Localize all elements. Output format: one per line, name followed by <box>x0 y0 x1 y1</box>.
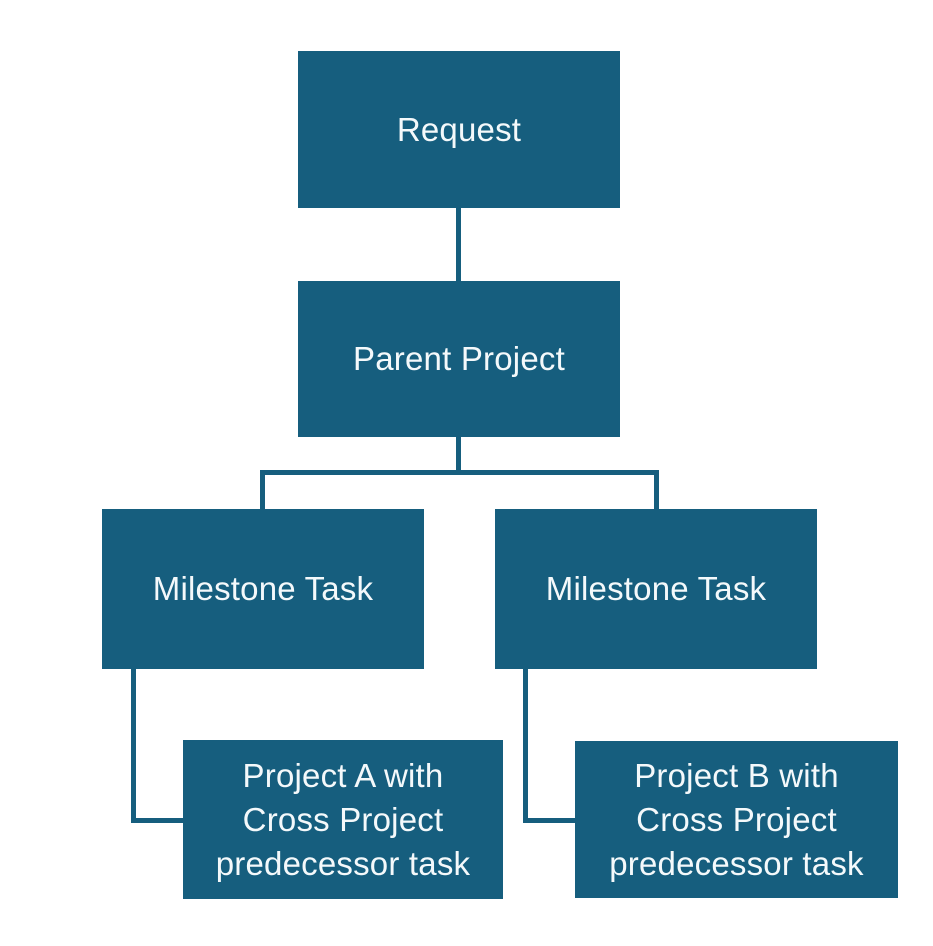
node-request: Request <box>298 51 620 208</box>
node-parent-project: Parent Project <box>298 281 620 437</box>
connector-drop-to-milestone-left <box>260 470 265 511</box>
connector-drop-to-milestone-right <box>654 470 659 511</box>
node-request-label: Request <box>396 110 522 148</box>
node-milestone-task-right: Milestone Task <box>495 509 817 669</box>
connector-milestone-left-drop <box>131 669 136 823</box>
connector-elbow-to-project-a <box>131 818 185 823</box>
node-milestone-task-right-label: Milestone Task <box>545 570 767 607</box>
node-project-b-label-line-2: Cross Project <box>636 800 837 838</box>
connector-elbow-to-project-b <box>523 818 577 823</box>
node-milestone-task-left-label: Milestone Task <box>152 570 374 607</box>
node-project-a: Project A with Cross Project predecessor… <box>183 740 503 899</box>
node-parent-project-label: Parent Project <box>353 340 565 377</box>
node-project-b-label-line-3: predecessor task <box>609 844 864 882</box>
node-milestone-task-left: Milestone Task <box>102 509 424 669</box>
node-project-b: Project B with Cross Project predecessor… <box>575 741 898 898</box>
connector-branch-rail <box>260 470 659 475</box>
connector-parent-stem <box>456 437 461 474</box>
node-project-a-label-line-1: Project A with <box>242 756 444 794</box>
node-project-a-label-line-2: Cross Project <box>242 800 444 838</box>
connector-milestone-right-drop <box>523 669 528 823</box>
node-project-b-label-line-1: Project B with <box>634 756 839 794</box>
connector-request-to-parent <box>456 206 461 281</box>
node-project-a-label-line-3: predecessor task <box>215 844 471 882</box>
